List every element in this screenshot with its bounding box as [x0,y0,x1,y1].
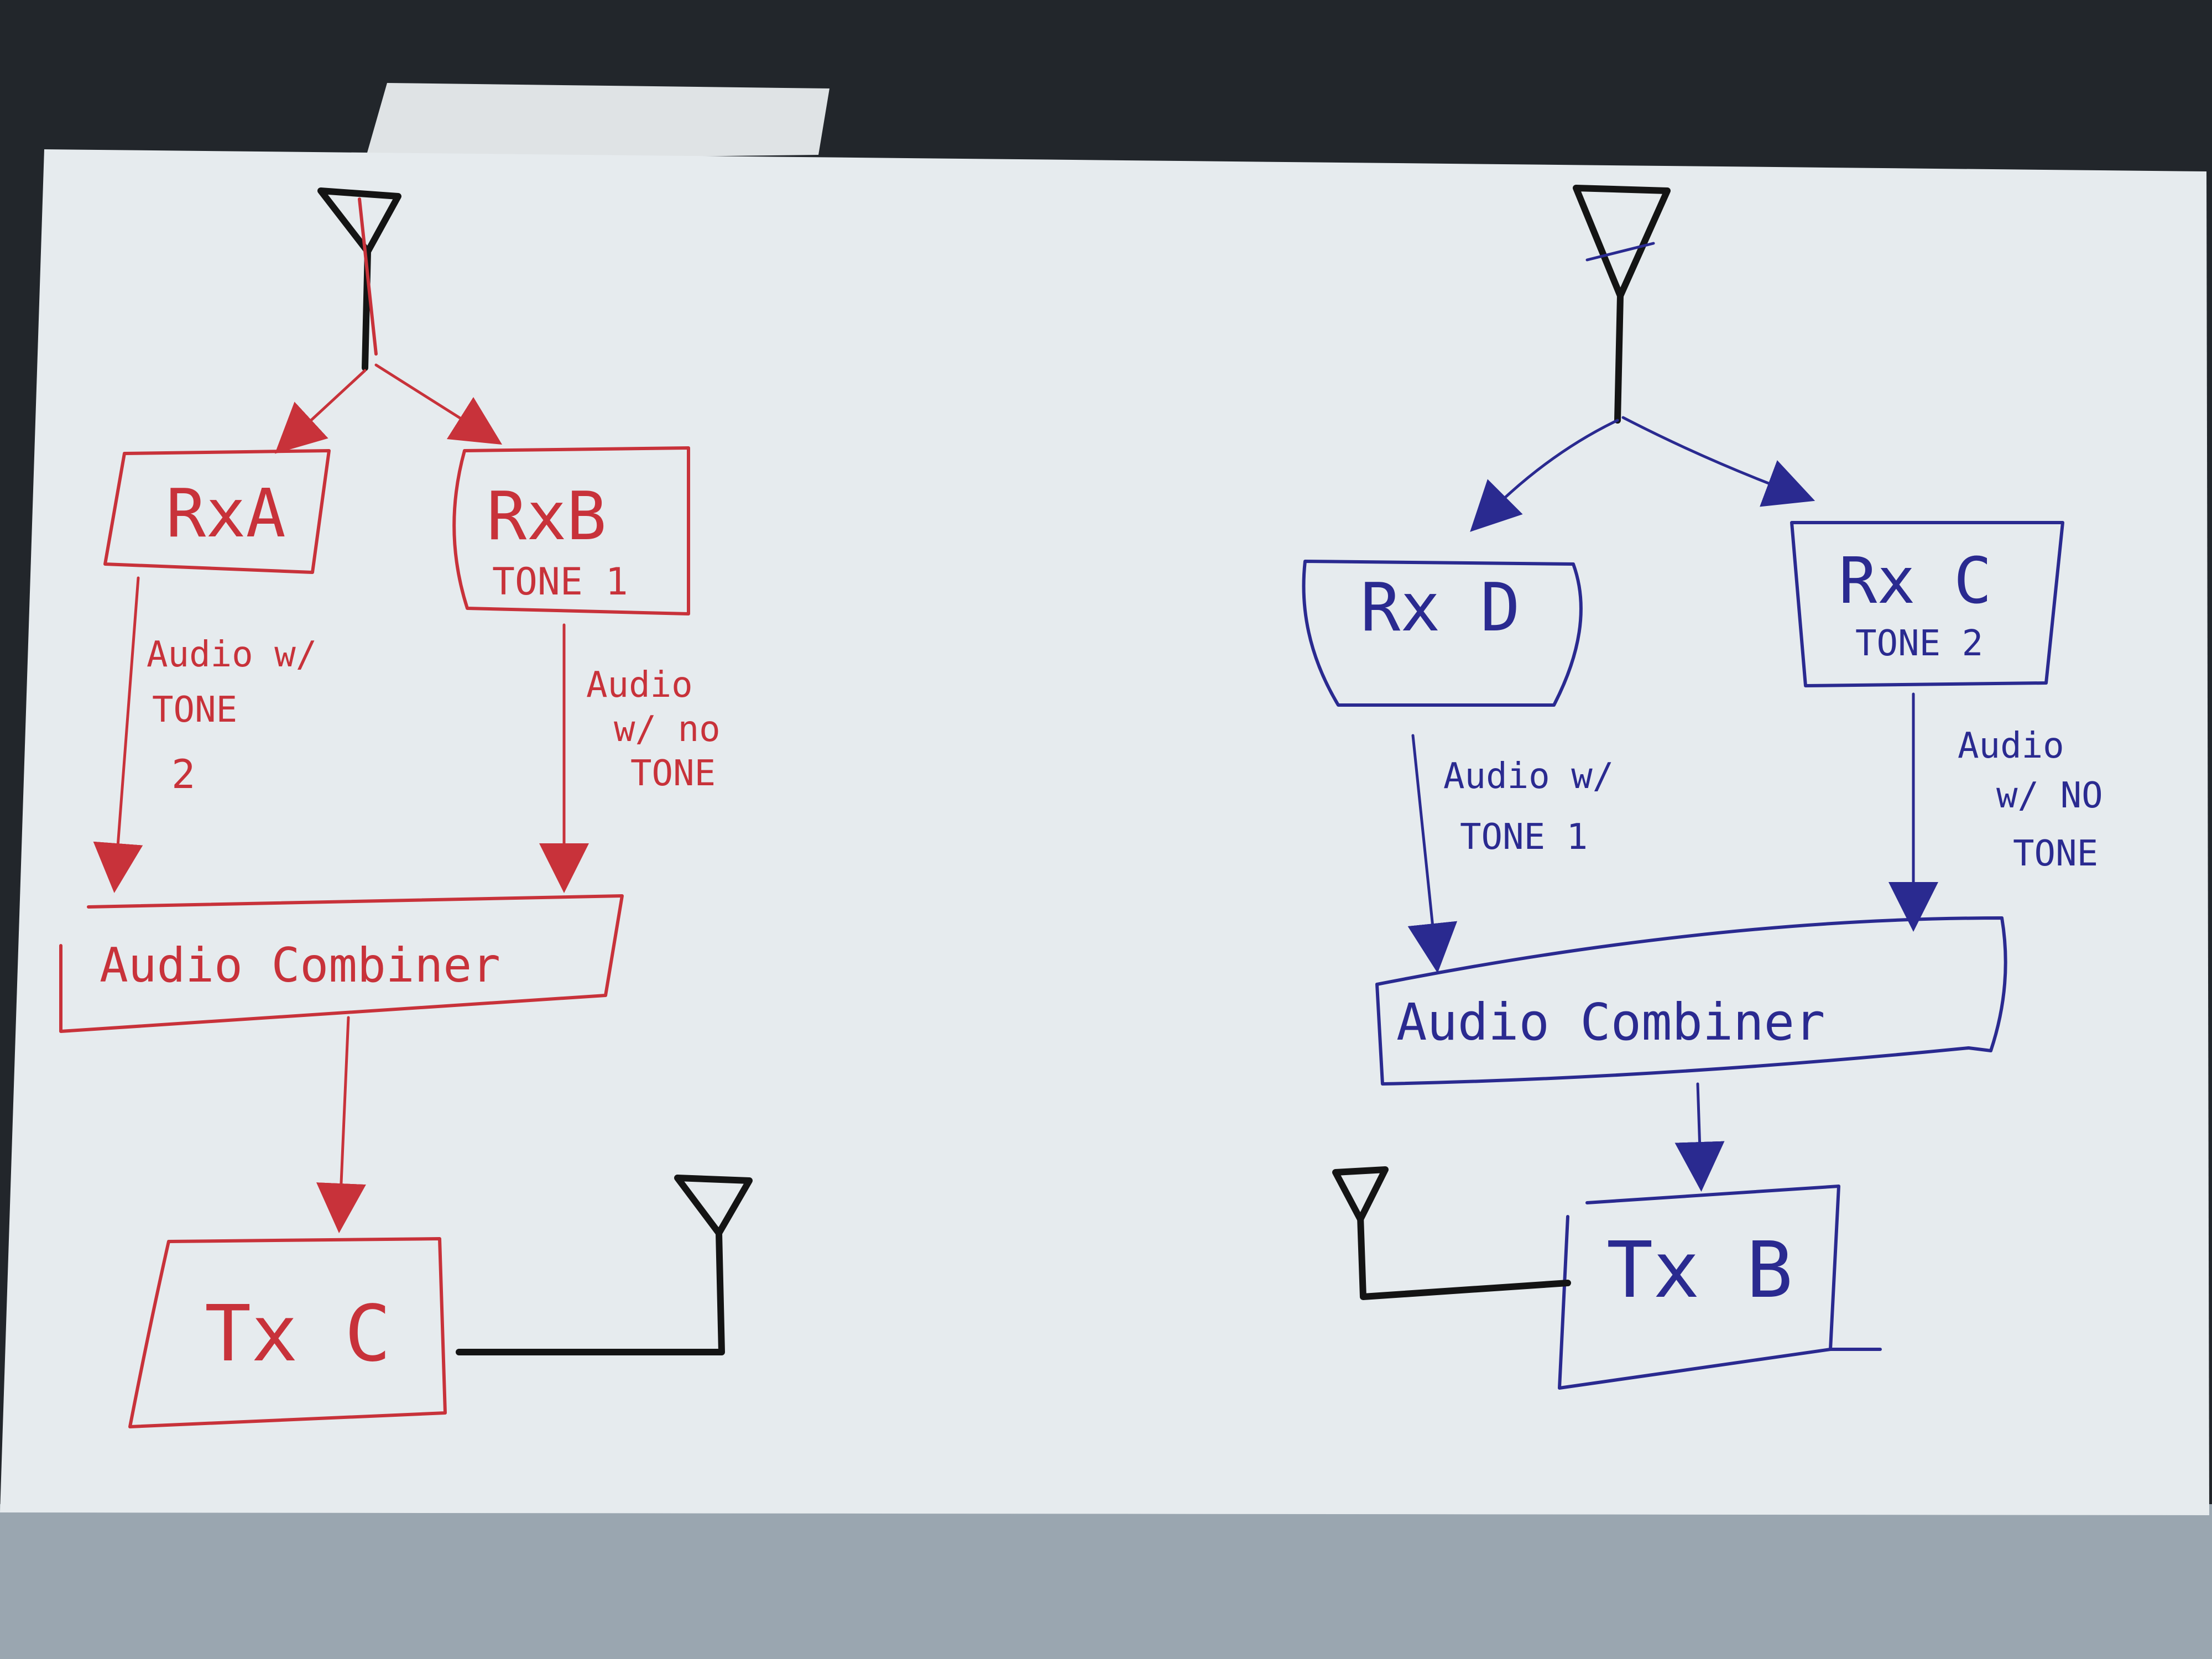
audio-b-line1: Audio [586,665,693,706]
rx-b-tone: TONE 1 [492,560,628,604]
audio-a-line1: Audio w/ [147,634,317,675]
split-to-rx-b [374,363,503,445]
audio-b-line2: w/ no [614,709,721,750]
paper-sheet [0,149,2209,1515]
right-combiner-label: Audio Combiner [1396,993,1825,1052]
output-antenna-wire [456,1230,725,1355]
antenna-icon [317,187,401,255]
rx-a-box [103,449,331,574]
rx-d-label: Rx D [1360,570,1520,646]
audio-c-line3: TONE [2013,833,2098,874]
paper-behind [365,83,830,160]
split-to-rx-a [274,369,367,454]
rx-c-label: Rx C [1839,544,1992,618]
output-antenna-icon [1332,1166,1389,1223]
left-combiner-box [59,894,624,1033]
rx-a-label: RxA [166,476,286,552]
right-combiner-box [1375,916,2007,1086]
rx-d-box [1302,560,1583,707]
tx-b-label: Tx B [1606,1225,1793,1316]
audio-a-line3: 2 [171,751,195,797]
combiner-to-tx-c [316,1016,366,1233]
split-to-rx-d [1470,419,1619,532]
audio-line-a [93,576,143,893]
right-diagram: Rx D Rx C TONE 2 Audio w/ TONE 1 Audio w… [1302,185,2103,1390]
audio-line-d [1407,734,1458,973]
audio-c-line2: w/ NO [1996,775,2103,816]
tablecloth [0,1504,2212,1659]
audio-d-line2: TONE 1 [1460,817,1588,858]
combiner-to-tx-b [1674,1082,1725,1192]
tx-b-box [1558,1185,1882,1390]
output-antenna-icon [674,1175,753,1237]
output-antenna-wire [1357,1213,1571,1300]
antenna-mast [1614,293,1624,424]
rx-c-tone: TONE 2 [1855,623,1983,664]
rx-b-box [452,446,690,615]
audio-a-line2: TONE [152,690,237,731]
left-combiner-label: Audio Combiner [100,938,500,993]
rx-c-box [1790,521,2064,687]
tx-c-label: Tx C [205,1289,391,1379]
antenna-icon [1573,185,1671,299]
left-diagram: RxA RxB TONE 1 Audio w/ TONE 2 Audio w/ … [59,187,753,1428]
tx-c-box [128,1237,447,1428]
audio-c-line1: Audio [1958,726,2064,766]
audio-d-line1: Audio w/ [1443,756,1614,797]
audio-b-line3: TONE [630,753,716,794]
rx-b-label: RxB [487,478,607,555]
split-to-rx-c [1621,416,1815,507]
